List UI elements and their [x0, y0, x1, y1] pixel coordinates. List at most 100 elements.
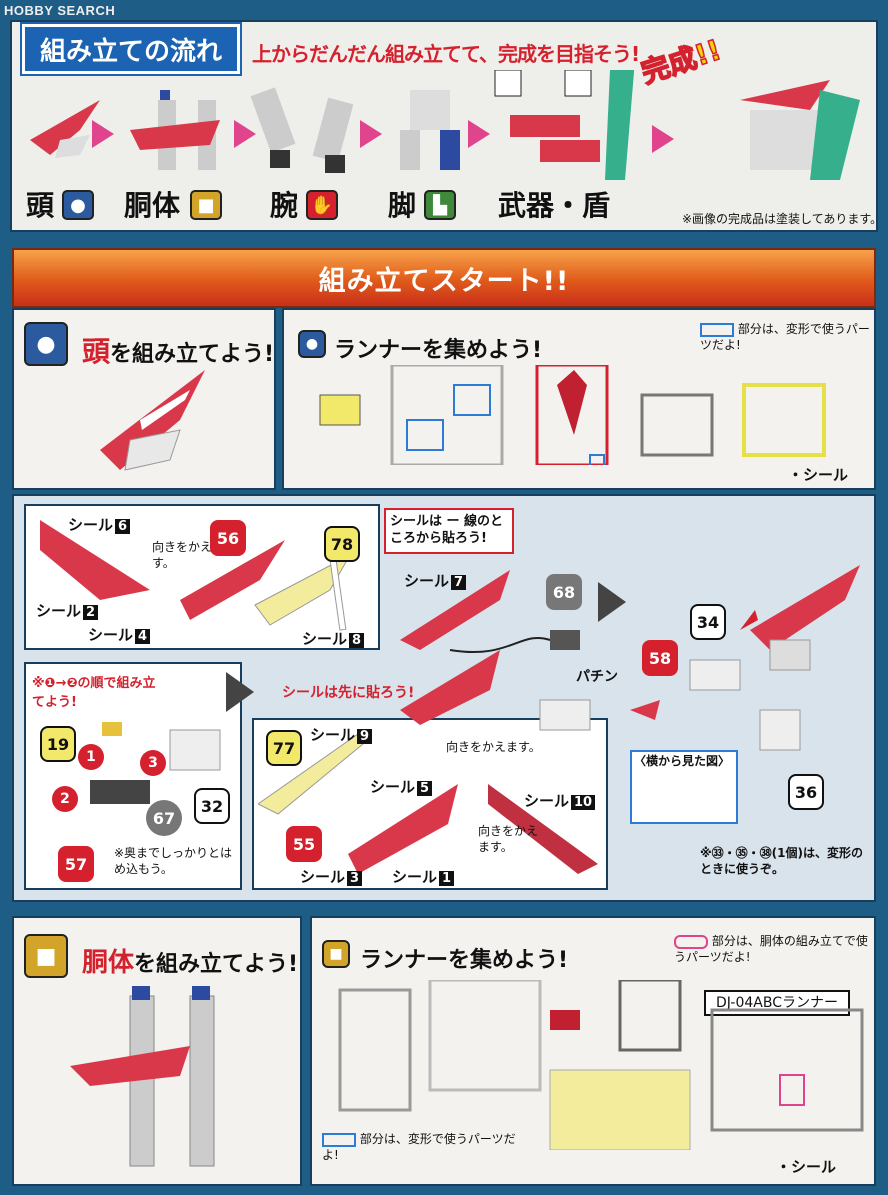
seal-word: シール: [310, 726, 356, 744]
seal-tip-box: シールは ー 線のところから貼ろう!: [384, 508, 514, 554]
torso-runner-note-text: 部分は、胴体の組み立てで使うパーツだよ!: [674, 934, 868, 964]
step-head-label: 頭: [26, 189, 55, 222]
head-runner-title: ランナーを集めよう!: [334, 338, 543, 363]
watermark: HOBBY SEARCH: [4, 3, 116, 18]
leg-icon: ▙: [424, 190, 456, 220]
seal-number: 10: [571, 795, 596, 810]
seal-number: 5: [417, 781, 433, 796]
arm-icon: ✋: [306, 190, 338, 220]
part-77: 77: [266, 730, 302, 766]
completed-robot-image: [740, 80, 860, 180]
order-3: 3: [140, 750, 166, 776]
leg-part-image: [400, 90, 460, 170]
order-2: 2: [52, 786, 78, 812]
flow-subtitle: 上からだんだん組み立てて、完成を目指そう!: [252, 42, 640, 66]
part-68: 68: [546, 574, 582, 610]
torso-runner-title: ランナーを集めよう!: [360, 948, 569, 973]
torso-runner-note: 部分は、胴体の組み立てで使うパーツだよ!: [674, 934, 874, 965]
step-c-illustration: [258, 733, 598, 874]
seal-number: 7: [451, 575, 467, 590]
torso-part-image: [70, 986, 215, 1167]
pachin-label: パチン: [576, 669, 618, 685]
step-torso-label: 胴体: [124, 189, 181, 222]
step-arm-label: 腕: [270, 189, 299, 222]
part-58: 58: [642, 640, 678, 676]
flow-illustrations: [30, 70, 860, 180]
head-icon: ●: [24, 322, 68, 366]
step-middle-illustration: [400, 570, 591, 731]
head-title-rest: を組み立てよう!: [110, 342, 275, 367]
seal-word: シール: [392, 868, 438, 886]
part-67: 67: [146, 800, 182, 836]
seal-number: 4: [135, 629, 151, 644]
head-runner-note: 部分は、変形で使うパーツだよ!: [700, 322, 870, 353]
head-part-image: [100, 370, 205, 471]
torso-icon: ■: [24, 934, 68, 978]
seal-word: シール: [300, 868, 346, 886]
flow-arrow: [92, 120, 114, 148]
step-leg-label: 脚: [388, 189, 417, 222]
flow-arrow: [468, 120, 490, 148]
torso-seal-label: ・シール: [776, 1158, 837, 1176]
seal-number: 8: [349, 633, 365, 648]
head-section-title: 頭を組み立てよう!: [82, 330, 274, 370]
step-arrow: [598, 582, 626, 622]
step-weapon-label: 武器・盾: [498, 189, 611, 222]
seal-word: シール: [68, 516, 114, 534]
torso-runners-image: [338, 980, 864, 1150]
head-runner-note-text: 部分は、変形で使うパーツだよ!: [700, 322, 870, 352]
head-icon: ●: [298, 330, 326, 358]
torso-section-title: 胴体を組み立てよう!: [82, 942, 298, 979]
part-56: 56: [210, 520, 246, 556]
part-36: 36: [788, 774, 824, 810]
torso-title-red: 胴体: [82, 948, 135, 978]
part-19: 19: [40, 726, 76, 762]
seal-number: 6: [115, 519, 131, 534]
torso-icon: ■: [322, 940, 350, 968]
seal-number: 9: [357, 729, 373, 744]
arm-part-image: [250, 87, 354, 173]
seal-number: 1: [439, 871, 455, 886]
seal-word: シール: [302, 630, 348, 648]
rotate-note-3: 向きをかえます。: [478, 824, 539, 854]
seal-word: シール: [524, 792, 570, 810]
seal-word: シール: [404, 572, 450, 590]
seal-word: シール: [370, 778, 416, 796]
head-seal-label: ・シール: [788, 466, 849, 484]
head-part-image: [30, 100, 100, 158]
head-runners-image: [319, 365, 826, 465]
torso-title-rest: を組み立てよう!: [134, 952, 299, 977]
press-note: ※奥までしっかりとはめ込もう。: [114, 846, 233, 876]
step-b-illustration: [90, 722, 221, 804]
order-1: 1: [78, 744, 104, 770]
torso-icon: ■: [190, 190, 222, 220]
torso-bottom-note-text: 部分は、変形で使うパーツだよ!: [322, 1132, 516, 1162]
step-arrow: [226, 672, 254, 712]
seal-number: 2: [83, 605, 99, 620]
flow-arrow: [360, 120, 382, 148]
flow-arrow: [652, 125, 674, 153]
flow-arrow: [234, 120, 256, 148]
seal-first-note: シールは先に貼ろう!: [282, 685, 415, 701]
part-55: 55: [286, 826, 322, 862]
side-view-box: 〈横から見た図〉: [630, 750, 738, 824]
weapon-part-image: [494, 70, 635, 180]
part-32: 32: [194, 788, 230, 824]
seal-number: 3: [347, 871, 363, 886]
step-right-illustration: [630, 565, 860, 751]
side-view-label: 〈横から見た図〉: [634, 754, 731, 768]
start-banner: 組み立てスタート!!: [12, 248, 876, 308]
flow-note: ※画像の完成品は塗装してあります。: [682, 212, 883, 226]
transform-note: ※㉝・㉟・㊳(1個)は、変形のときに使うぞ。: [700, 846, 863, 876]
seal-tip-text: シールは ー 線のところから貼ろう!: [390, 514, 504, 546]
torso-bottom-note: 部分は、変形で使うパーツだよ!: [322, 1132, 522, 1163]
